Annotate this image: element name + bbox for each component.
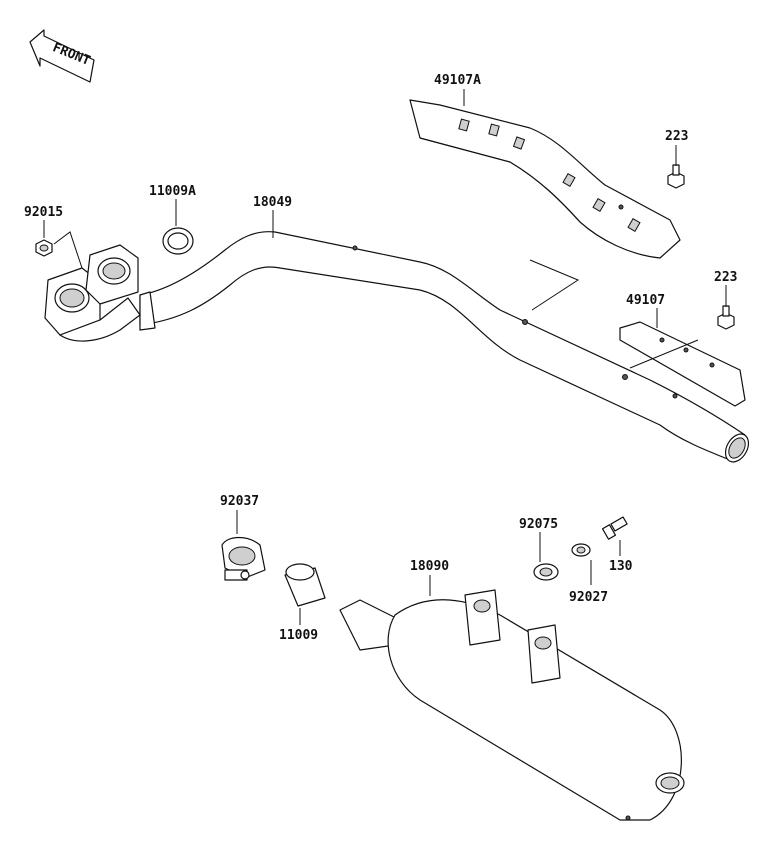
label-130: 130 <box>609 559 633 574</box>
leader-lines <box>43 89 727 625</box>
label-92075: 92075 <box>519 517 558 532</box>
heat-guard-49107 <box>619 321 746 407</box>
label-18090: 18090 <box>410 559 449 574</box>
grommet-92075 <box>533 563 559 581</box>
clamp-92037 <box>221 536 266 581</box>
label-223-upper: 223 <box>665 129 688 144</box>
muffler-18090 <box>339 589 685 821</box>
gasket-11009A <box>162 227 194 255</box>
label-92037: 92037 <box>220 494 259 509</box>
label-92015: 92015 <box>24 205 63 220</box>
label-11009A: 11009A <box>149 184 196 199</box>
label-92027: 92027 <box>569 590 608 605</box>
front-arrow: FRONT <box>29 29 95 83</box>
label-18049: 18049 <box>253 195 292 210</box>
label-11009: 11009 <box>279 628 318 643</box>
label-49107: 49107 <box>626 293 665 308</box>
label-49107A: 49107A <box>434 73 481 88</box>
sleeve-11009 <box>284 563 326 607</box>
exhaust-pipe-18049 <box>139 231 750 463</box>
bolt-223-lower <box>717 305 735 330</box>
collar-92027 <box>571 543 591 557</box>
nut-92015 <box>35 239 53 257</box>
exhaust-header-flanges <box>44 244 141 342</box>
label-223-lower: 223 <box>714 270 737 285</box>
bolt-130 <box>601 516 628 540</box>
bolt-223-upper <box>667 164 685 189</box>
heat-guard-49107A <box>409 99 681 259</box>
